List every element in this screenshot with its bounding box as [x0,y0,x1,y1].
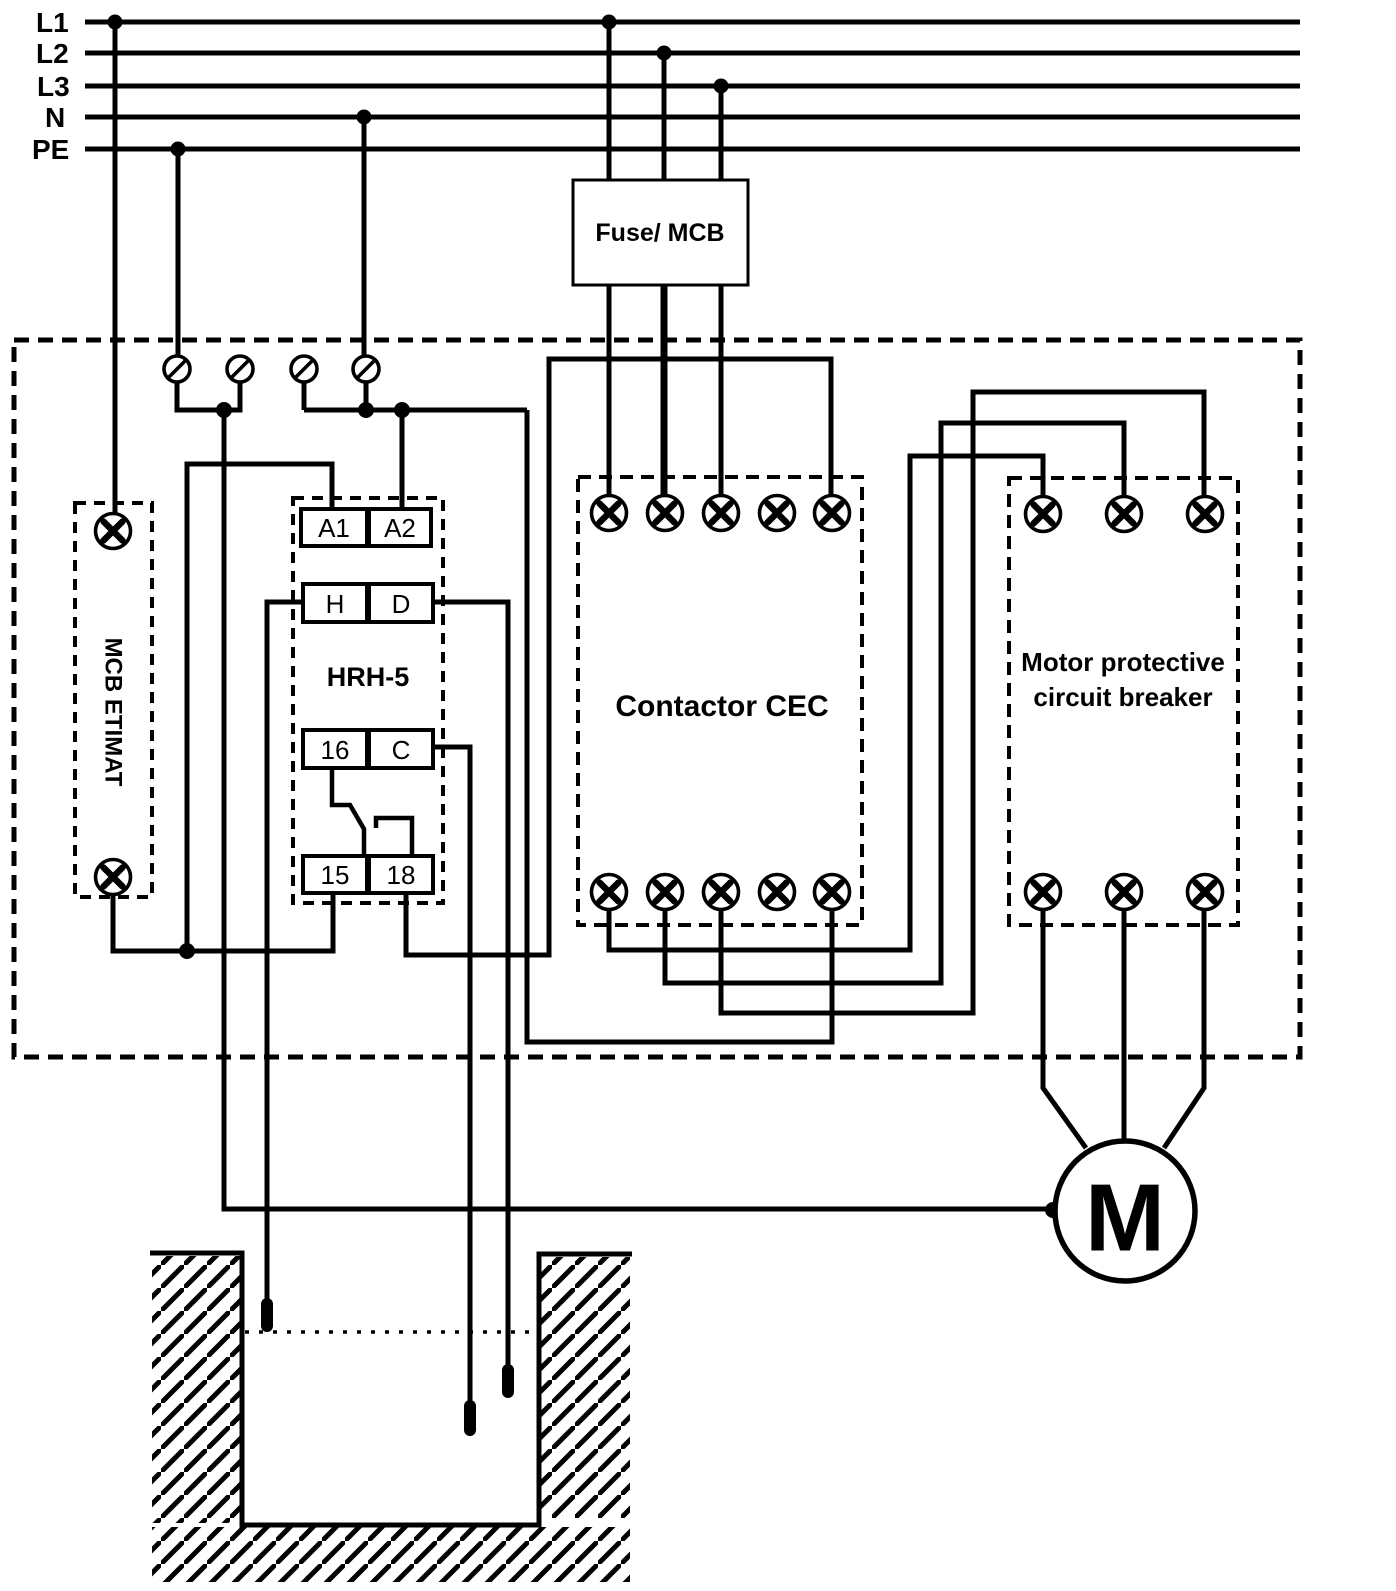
wire-18-to-coil-top [403,356,834,958]
bus-label-pe: PE [32,134,69,165]
terminal-box-16 [301,728,369,770]
well-outline [150,1250,632,1528]
screw-terminal-icon [815,875,850,910]
wire-contactor2-to-mpcb2 [662,420,1127,986]
terminal-box-d [367,582,435,624]
input-terminal-icon [289,354,319,384]
screw-terminal-icon [1188,875,1223,910]
terminal-label-d: D [392,589,411,619]
screw-terminal-icon [96,514,131,549]
enclosure-input-terminals [162,354,381,384]
wire-c-probe [433,744,473,1402]
bus-label-n: N [45,102,65,133]
terminal-label-16: 16 [321,735,350,765]
wire-mpcb1-to-motor [1040,909,1089,1150]
junction-dot [358,402,374,418]
relay-contact-no-branch [373,815,415,857]
control-panel-enclosure [11,337,1303,1060]
well [150,1250,632,1582]
wire-h-probe [264,599,303,1300]
wire-pe-to-motor [221,410,1053,1212]
junction-dot [179,943,195,959]
screw-terminal-icon [96,860,131,895]
wires [110,22,1207,1402]
junction-dot [713,78,729,94]
terminal-label-a2: A2 [384,513,416,543]
contactor-label: Contactor CEC [615,690,828,723]
junction-dot [216,402,232,418]
screw-terminal-icon [760,496,795,531]
screw-terminal-icon [592,496,627,531]
terminal-label-18: 18 [387,860,416,890]
junction-dot [170,141,186,157]
wire-pe-terminal-pair [174,382,243,413]
power-bus [85,19,1300,152]
terminal-box-a2 [367,507,433,548]
screw-terminal-icon [1026,875,1061,910]
screw-terminal-icon [704,496,739,531]
screw-terminal-icon [760,875,795,910]
bus-label-l3: L3 [37,71,70,102]
terminal-label-c: C [392,735,411,765]
wire-d-probe [433,599,511,1366]
screw-terminal-icon [815,496,850,531]
wire-mpcb3-to-motor [1161,909,1207,1150]
screw-terminal-icon [592,875,627,910]
mcb-etimat-label: MCB ETIMAT [100,638,127,787]
well-wall-left [152,1256,240,1523]
wire-mcb-to-15 [110,893,336,954]
screw-terminal-icon [648,496,683,531]
wire-contactor3-to-mpcb3 [718,389,1207,1016]
motor-label: M [1085,1165,1165,1272]
hrh5-relay: A1 A2 H D 16 C 15 18 HRH-5 [291,496,445,905]
junction-dot [601,14,617,30]
input-terminal-icon [225,354,255,384]
terminal-box-18 [367,854,435,895]
terminal-box-c [367,728,435,770]
screw-terminal-icon [1026,497,1061,532]
well-ground [152,1527,630,1582]
contactor: Contactor CEC [576,475,864,927]
terminal-label-15: 15 [321,860,350,890]
probe-common-icon [464,1400,476,1436]
probe-high-icon [261,1298,273,1332]
screw-terminal-icon [1107,875,1142,910]
mcb-etimat: MCB ETIMAT [73,501,154,899]
terminal-label-h: H [326,589,345,619]
screw-terminal-icon [1188,497,1223,532]
mpcb-label-line1: Motor protective [1021,647,1225,677]
well-wall-right [541,1257,630,1518]
bus-label-l1: L1 [36,7,69,38]
screw-terminal-icon [1107,497,1142,532]
junction-dot [107,14,123,30]
wire-n-to-coil-bottom [524,410,835,1045]
wire-a1-supply [184,461,335,951]
mpcb-label-line2: circuit breaker [1033,682,1212,712]
bus-label-l2: L2 [36,38,69,69]
motor: M [1052,1138,1198,1284]
fuse-mcb-label: Fuse/ MCB [595,219,724,247]
terminal-box-h [301,582,369,624]
junction-dot [656,45,672,61]
input-terminal-icon [351,354,381,384]
hrh5-label: HRH-5 [327,662,410,692]
terminal-label-a1: A1 [318,513,350,543]
screw-terminal-icon [704,875,739,910]
junction-dot [394,402,410,418]
screw-terminal-icon [648,875,683,910]
motor-protective-breaker: Motor protective circuit breaker [1007,476,1240,927]
fuse-mcb-box: Fuse/ MCB [571,178,750,287]
input-terminal-icon [162,354,192,384]
junction-dots [107,14,1061,1218]
relay-contact-blade [329,768,367,857]
terminal-box-a1 [299,507,369,548]
probe-low-icon [502,1364,514,1398]
junction-dot [356,109,372,125]
wire-contactor1-to-mpcb1 [606,453,1046,953]
